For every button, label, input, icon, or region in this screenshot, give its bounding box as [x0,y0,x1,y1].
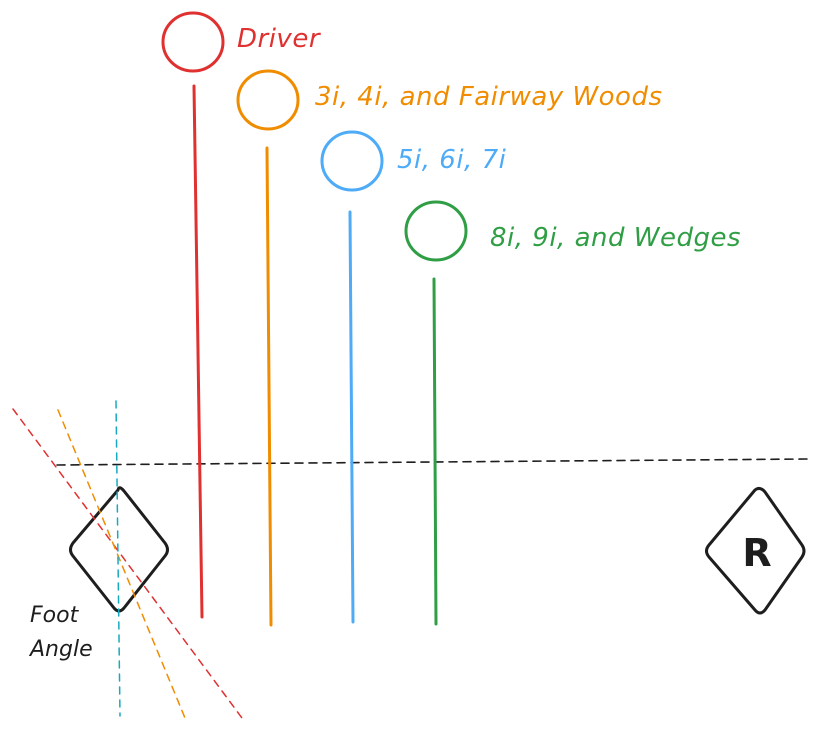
long-irons-label: 3i, 4i, and Fairway Woods [315,82,663,112]
driver-ball-circle [161,11,225,73]
driver-position-line [192,84,204,619]
long-irons-position-line [265,146,273,627]
foot-angle-label-line2: Angle [28,637,93,662]
right-marker-diamond [705,486,806,615]
club-long-irons-woods: 3i, 4i, and Fairway Woods [236,69,663,627]
foot-angle-line-red [12,408,243,719]
long-irons-ball-circle [236,69,300,131]
right-side-marker: R [705,486,806,615]
foot-angle-line-orange [57,409,186,719]
mid-irons-label: 5i, 6i, 7i [397,145,507,175]
left-foot-diamond [69,486,169,613]
short-irons-label: 8i, 9i, and Wedges [490,223,741,253]
club-driver: Driver [161,11,322,619]
mid-irons-ball-circle [320,130,384,192]
short-irons-position-line [432,277,438,626]
foot-angle-line-teal [115,400,121,717]
mid-irons-position-line [348,210,355,624]
right-marker-letter: R [742,531,771,575]
target-line [56,458,809,466]
foot-angle-label-line1: Foot [30,603,80,628]
club-short-irons-wedges: 8i, 9i, and Wedges [404,200,741,626]
short-irons-ball-circle [404,200,468,262]
club-mid-irons: 5i, 6i, 7i [320,130,507,624]
driver-label: Driver [237,24,322,54]
